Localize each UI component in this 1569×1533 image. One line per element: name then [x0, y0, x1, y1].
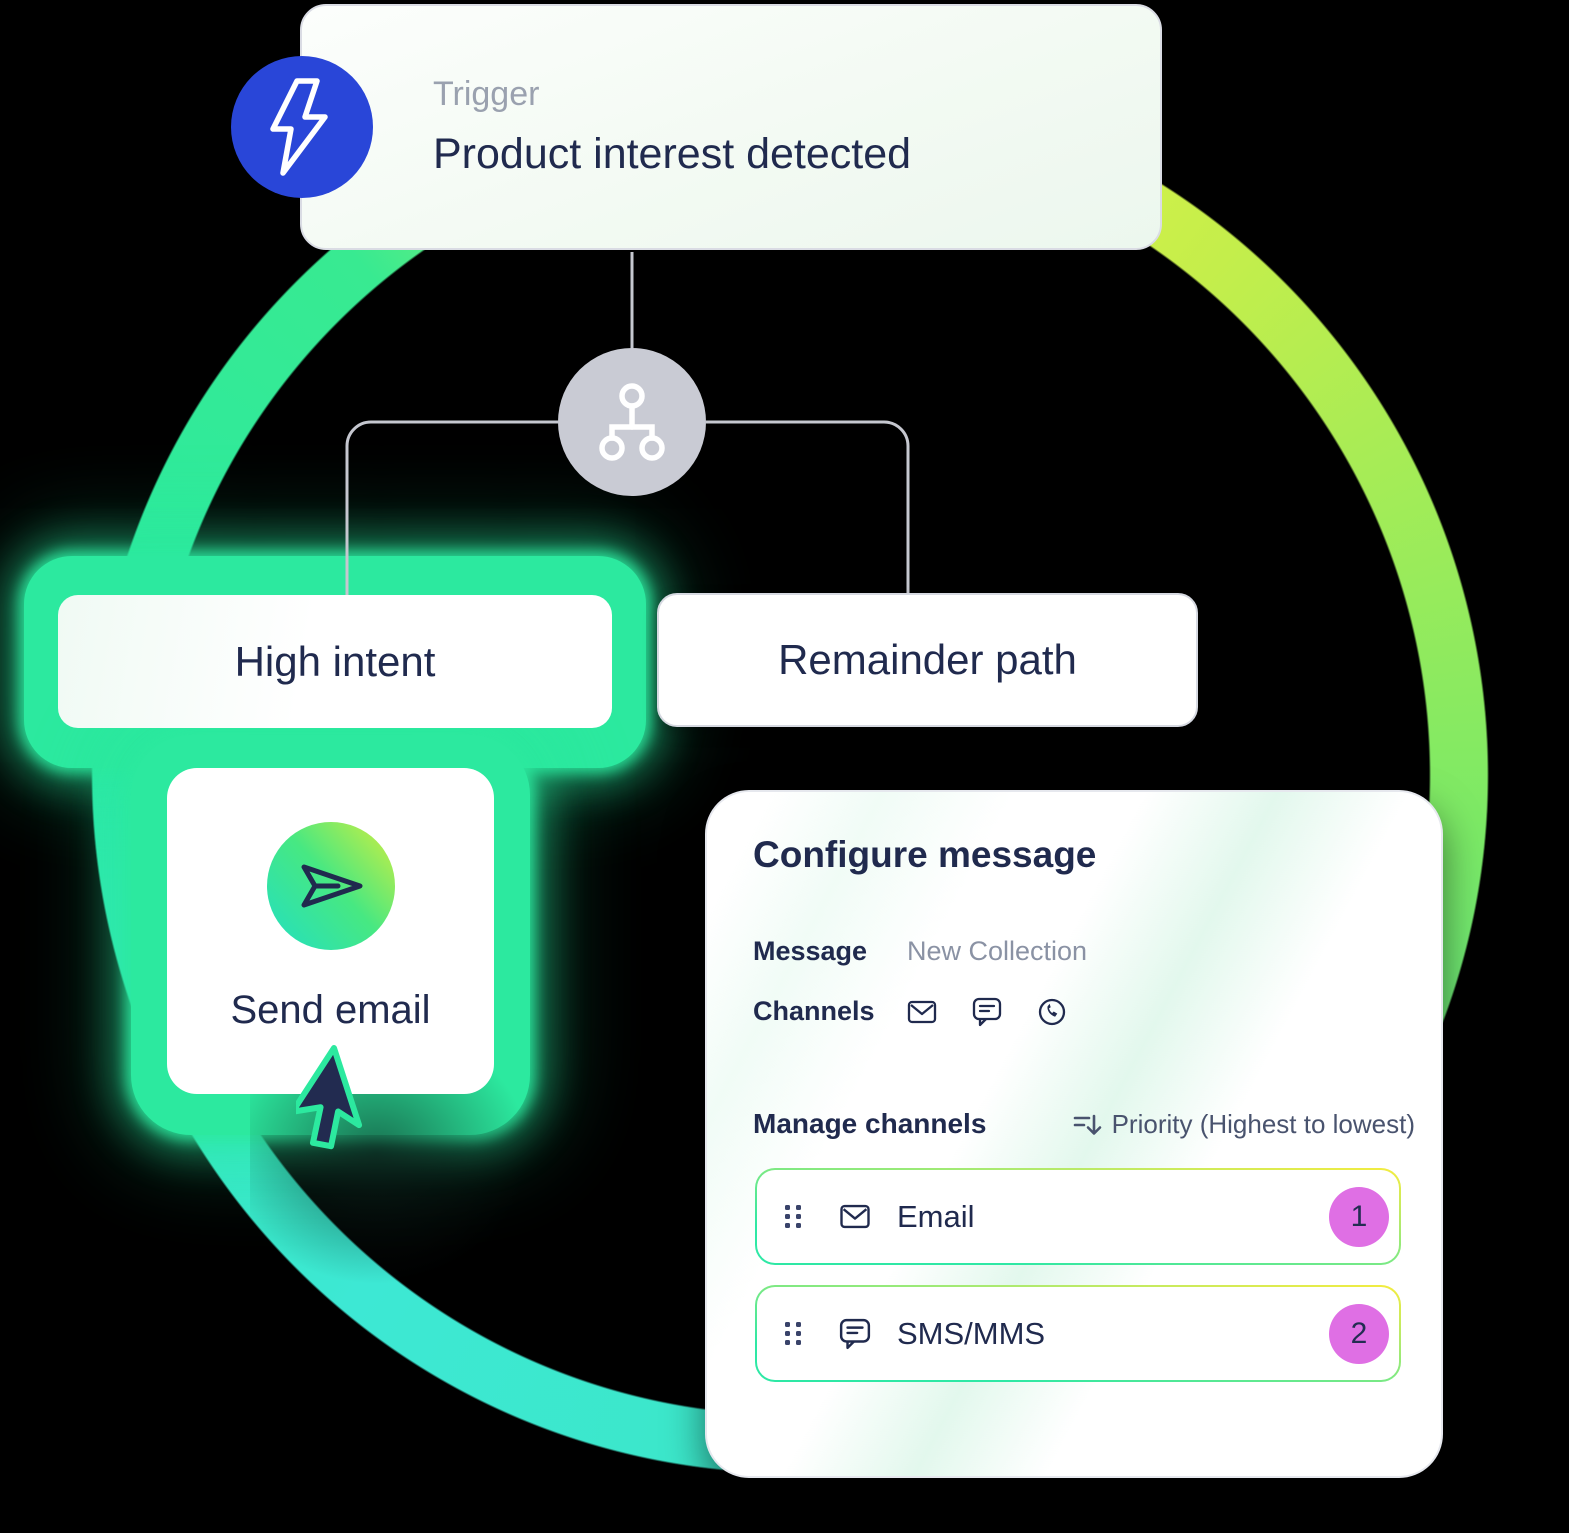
lightning-icon [270, 78, 328, 176]
message-label: Message [753, 936, 868, 966]
path-card-high-intent[interactable]: High intent [58, 595, 612, 728]
send-email-label: Send email [230, 988, 431, 1032]
send-plane-icon [301, 864, 362, 908]
trigger-card[interactable]: Trigger Product interest detected [231, 4, 1162, 250]
email-icon[interactable] [907, 999, 937, 1025]
manage-channels-label: Manage channels [753, 1108, 987, 1139]
message-value[interactable]: New Collection [907, 936, 1088, 966]
channel-row-sms[interactable]: SMS/MMS 2 [755, 1285, 1401, 1382]
channel-name: Email [897, 1198, 975, 1234]
channel-row-email[interactable]: Email 1 [755, 1168, 1401, 1265]
priority-badge: 1 [1329, 1186, 1389, 1247]
cursor-pointer [296, 1045, 363, 1150]
message-field: Message New Collection [753, 936, 1087, 967]
high-intent-label: High intent [234, 637, 436, 685]
email-icon [840, 1204, 870, 1229]
trigger-icon-badge [231, 56, 373, 198]
whatsapp-icon[interactable] [1037, 997, 1067, 1027]
priority-badge: 2 [1329, 1303, 1389, 1364]
sms-icon[interactable] [972, 997, 1002, 1027]
panel-title: Configure message [753, 834, 1097, 875]
configure-message-panel: Configure message Message New Collection… [705, 790, 1443, 1478]
priority-label: Priority (Highest to lowest) [1111, 1108, 1415, 1139]
drag-handle-icon[interactable] [785, 1205, 801, 1228]
channels-label: Channels [753, 996, 875, 1026]
trigger-title: Product interest detected [433, 130, 912, 178]
channel-name: SMS/MMS [897, 1315, 1046, 1351]
drag-handle-icon[interactable] [785, 1322, 801, 1345]
remainder-label: Remainder path [778, 636, 1077, 683]
path-card-remainder[interactable]: Remainder path [657, 593, 1198, 727]
sort-descending-icon [1073, 1114, 1101, 1135]
send-email-card[interactable]: Send email [167, 768, 494, 1094]
priority-sort-control[interactable]: Priority (Highest to lowest) [1070, 1108, 1415, 1140]
send-icon-circle [266, 822, 395, 950]
manage-channels-row: Manage channels Priority (Highest to low… [753, 1108, 1415, 1140]
channels-field: Channels [753, 996, 1067, 1027]
sms-icon [839, 1318, 871, 1349]
trigger-eyebrow: Trigger [433, 75, 540, 113]
